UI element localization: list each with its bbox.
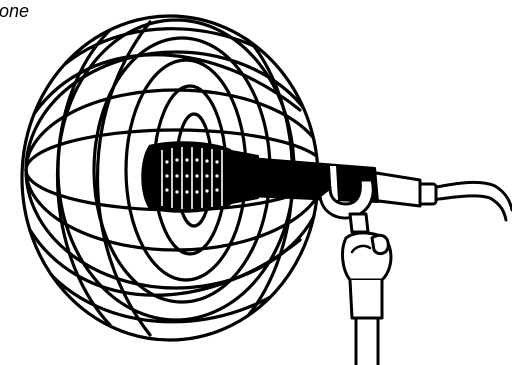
microphone-icon <box>143 143 421 212</box>
stand-tube-upper <box>350 280 382 318</box>
clip-stem <box>350 214 368 232</box>
caption-text: one <box>0 0 29 22</box>
clip-thumb <box>372 235 388 253</box>
field-loop-bottom-2 <box>40 262 306 322</box>
mic-stand-clip-icon <box>320 180 391 365</box>
cable-icon <box>418 182 512 220</box>
